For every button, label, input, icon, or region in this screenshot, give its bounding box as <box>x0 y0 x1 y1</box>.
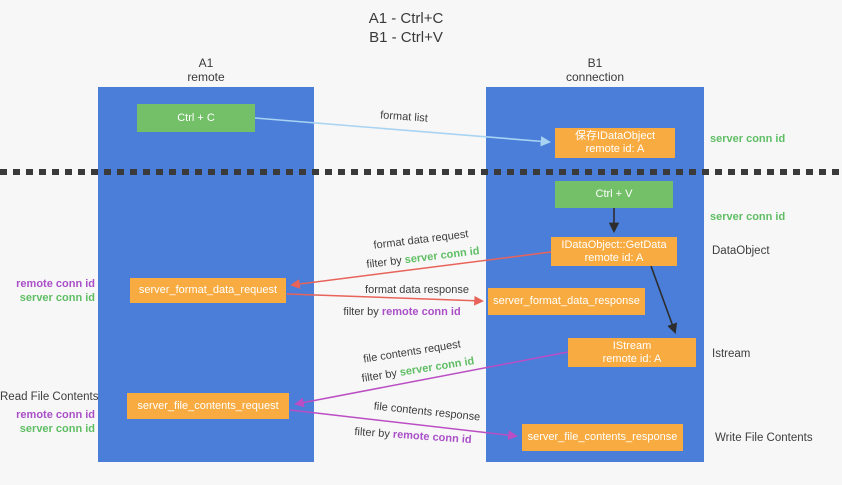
diagram-title: A1 - Ctrl+C B1 - Ctrl+V <box>306 9 506 47</box>
right-label-write-file-contents: Write File Contents <box>715 432 813 444</box>
arrow-format-data-request <box>290 251 552 289</box>
right-label-istream: Istream <box>712 348 751 360</box>
lifeline-header-b1: B1 connection <box>535 56 655 84</box>
lifeline-a1-subtitle: remote <box>187 70 225 84</box>
lifeline-header-a1: A1 remote <box>146 56 266 84</box>
filter-prefix: filter by <box>343 306 382 318</box>
label-format-data-response: format data response <box>365 284 469 296</box>
right-label-server-conn-id-top: server conn id <box>710 133 786 145</box>
filter-key-remote-conn-id: remote conn id <box>381 306 461 318</box>
lifeline-b1-subtitle: connection <box>565 70 625 84</box>
node-server-file-contents-response: server_file_contents_response <box>522 424 683 451</box>
left-label-server-conn-id-2: server conn id <box>19 423 95 435</box>
node-server-format-data-request-label: server_format_data_request <box>138 284 278 296</box>
node-server-file-contents-request: server_file_contents_request <box>127 393 289 419</box>
arrow-file-contents-request <box>294 351 569 408</box>
arrow-format-list <box>254 117 552 147</box>
node-save-idataobject-line2: remote id: A <box>585 143 645 155</box>
left-label-remote-conn-id-2: remote conn id <box>16 409 95 421</box>
arrow-file-contents-response <box>289 409 518 440</box>
lifeline-a1-name: A1 <box>198 56 214 70</box>
node-idataobject-getdata-line2: remote id: A <box>584 251 644 264</box>
node-istream-line2: remote id: A <box>602 352 662 365</box>
node-save-idataobject: 保存IDataObject remote id: A <box>555 128 675 158</box>
title-line-2: B1 - Ctrl+V <box>369 29 443 46</box>
node-server-format-data-response-label: server_format_data_response <box>493 295 640 307</box>
right-label-dataobject: DataObject <box>712 245 770 257</box>
node-idataobject-getdata-line1: IDataObject::GetData <box>561 238 667 251</box>
node-istream: IStream remote id: A <box>568 338 696 367</box>
left-label-remote-conn-id-1: remote conn id <box>16 278 95 290</box>
node-ctrl-c-label: Ctrl + C <box>177 111 215 124</box>
label-format-data-response-filter: filter by remote conn id <box>343 306 460 318</box>
node-istream-line1: IStream <box>612 339 652 352</box>
session-separator-dotted-line <box>0 169 842 175</box>
title-line-1: A1 - Ctrl+C <box>368 10 444 27</box>
node-save-idataobject-line1: 保存IDataObject <box>574 130 656 142</box>
right-label-server-conn-id-mid: server conn id <box>710 211 786 223</box>
node-server-file-contents-request-label: server_file_contents_request <box>137 399 279 412</box>
arrow-getdata-to-istream <box>650 265 678 334</box>
node-ctrl-v-label: Ctrl + V <box>595 188 633 200</box>
node-server-file-contents-response-label: server_file_contents_response <box>527 431 678 443</box>
left-label-server-conn-id-1: server conn id <box>19 292 95 304</box>
node-ctrl-v: Ctrl + V <box>555 181 673 208</box>
left-label-read-file-contents: Read File Contents <box>0 391 99 403</box>
node-idataobject-getdata: IDataObject::GetData remote id: A <box>551 237 677 266</box>
node-server-format-data-response: server_format_data_response <box>488 288 645 315</box>
arrow-format-data-response <box>286 293 484 306</box>
lifeline-b1-name: B1 <box>587 56 603 70</box>
node-server-format-data-request: server_format_data_request <box>130 278 286 303</box>
node-ctrl-c: Ctrl + C <box>137 104 255 132</box>
